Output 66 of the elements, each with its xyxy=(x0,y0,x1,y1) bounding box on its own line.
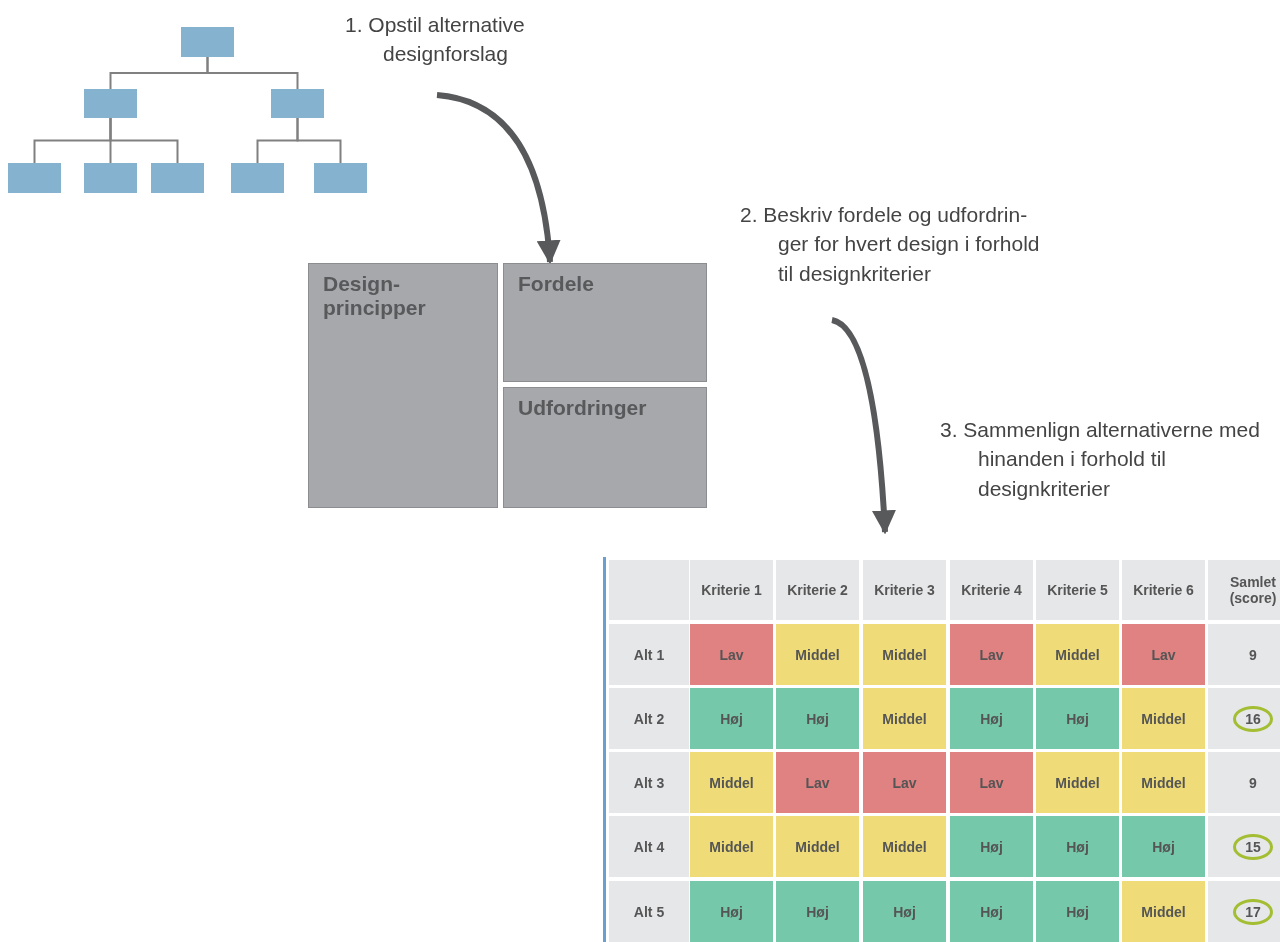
row-header: Alt 2 xyxy=(609,688,689,749)
table-cell: 9 xyxy=(1208,624,1280,685)
table-cell: Høj xyxy=(1036,816,1119,877)
column-header: Kriterie 2 xyxy=(776,560,859,620)
curved-arrow xyxy=(436,92,560,265)
org-chart-box xyxy=(8,163,61,193)
table-cell: Høj xyxy=(1122,816,1205,877)
table-cell: Høj xyxy=(950,881,1033,942)
table-cell: Høj xyxy=(950,816,1033,877)
highlight-oval: 17 xyxy=(1233,898,1273,925)
step-text: 1. Opstil alternative designforslag xyxy=(345,10,605,69)
table-cell: Middel xyxy=(863,816,946,877)
table-cell: Høj xyxy=(950,688,1033,749)
table-cell: Høj xyxy=(1036,688,1119,749)
table-cell: Middel xyxy=(776,816,859,877)
table-cell: Lav xyxy=(1122,624,1205,685)
table-cell: Middel xyxy=(1122,752,1205,813)
step-text: 3. Sammenlign alternativerne med hinanden i forhold til designkriterier xyxy=(940,415,1262,504)
row-header: Alt 5 xyxy=(609,881,689,942)
table-cell: 9 xyxy=(1208,752,1280,813)
category-box: Design-principper xyxy=(308,263,498,508)
connector-line xyxy=(296,117,342,164)
row-header: Alt 3 xyxy=(609,752,689,813)
connector-line xyxy=(109,117,179,164)
column-header: Kriterie 6 xyxy=(1122,560,1205,620)
table-cell: Middel xyxy=(1122,688,1205,749)
column-header: Kriterie 1 xyxy=(690,560,773,620)
org-chart-box xyxy=(84,89,137,118)
category-box: Fordele xyxy=(503,263,707,382)
highlight-oval: 16 xyxy=(1233,705,1273,732)
table-cell: Høj xyxy=(1036,881,1119,942)
category-box: Udfordringer xyxy=(503,387,707,508)
table-cell: Lav xyxy=(950,752,1033,813)
table-cell: Lav xyxy=(863,752,946,813)
highlight-oval: 15 xyxy=(1233,833,1273,860)
table-cell: Høj xyxy=(690,881,773,942)
table-cell: Middel xyxy=(690,752,773,813)
column-header: Kriterie 4 xyxy=(950,560,1033,620)
column-header: Samlet (score) xyxy=(1208,560,1280,620)
column-header: Kriterie 3 xyxy=(863,560,946,620)
table-cell: Middel xyxy=(1122,881,1205,942)
table-cell: Lav xyxy=(776,752,859,813)
org-chart-box xyxy=(231,163,284,193)
table-cell: Middel xyxy=(1036,752,1119,813)
table-cell: Lav xyxy=(950,624,1033,685)
table-cell: Høj xyxy=(776,688,859,749)
org-chart-box xyxy=(181,27,234,57)
org-chart-box xyxy=(84,163,137,193)
table-cell: Middel xyxy=(863,688,946,749)
table-cell: Høj xyxy=(776,881,859,942)
step-text: 2. Beskriv fordele og udfordrin-ger for hvert design i forhold til designkriterier xyxy=(740,200,1045,289)
row-header: Alt 4 xyxy=(609,816,689,877)
row-header: Alt 1 xyxy=(609,624,689,685)
table-cell: Middel xyxy=(863,624,946,685)
table-cell: Lav xyxy=(690,624,773,685)
connector-line xyxy=(206,56,299,90)
column-header: Kriterie 5 xyxy=(1036,560,1119,620)
org-chart-box xyxy=(314,163,367,193)
table-cell: Høj xyxy=(690,688,773,749)
org-chart-box xyxy=(151,163,204,193)
table-cell: Middel xyxy=(1036,624,1119,685)
table-cell: Middel xyxy=(776,624,859,685)
table-cell: Middel xyxy=(690,816,773,877)
curved-arrow xyxy=(830,317,896,535)
org-chart-box xyxy=(271,89,324,118)
table-cell: Høj xyxy=(863,881,946,942)
